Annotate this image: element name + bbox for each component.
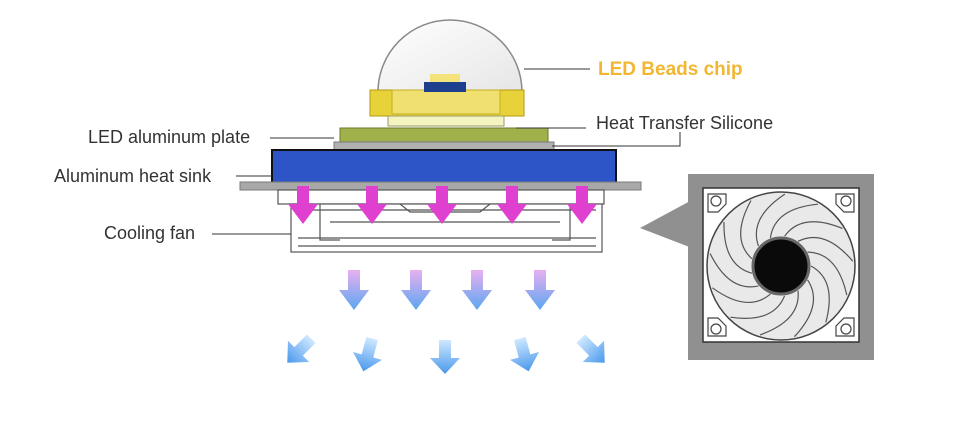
label-led-aluminum-plate: LED aluminum plate: [88, 127, 250, 147]
arrow-down-icon: [525, 270, 555, 310]
arrow-down-icon: [567, 186, 597, 224]
label-led-beads-chip: LED Beads chip: [598, 59, 743, 80]
arrow-icon: [510, 336, 540, 372]
callout-pointer: [640, 200, 692, 248]
fan-blade: [810, 265, 830, 323]
fan-blade: [769, 203, 818, 238]
arrow-down-icon: [427, 186, 457, 224]
fan-blade: [807, 251, 848, 296]
led-aluminum-plate: [339, 127, 549, 143]
fan-blade: [709, 253, 759, 288]
plate-base-layer: [333, 141, 555, 151]
fan-detail-inset: [640, 174, 874, 360]
arrow-icon: [576, 334, 605, 363]
fan-blade: [797, 236, 854, 262]
aluminum-heat-sink: [271, 149, 617, 185]
led-lens-holder-inner: [391, 89, 501, 115]
led-chip: [430, 74, 460, 82]
led-chip-base: [424, 82, 466, 92]
arrow-down-icon: [462, 270, 492, 310]
arrow-icon: [287, 334, 316, 363]
arrow-down-icon: [339, 270, 369, 310]
airflow-arrows: [287, 270, 605, 374]
arrow-down-icon: [288, 186, 318, 224]
fan-blade: [723, 221, 753, 274]
arrow-down-icon: [357, 186, 387, 224]
arrow-icon: [430, 340, 460, 374]
fan-blade: [784, 221, 843, 237]
fan-hub: [751, 236, 811, 296]
fan-blade: [755, 193, 786, 247]
heat-flow-arrows: [288, 186, 597, 224]
fan-blade: [712, 287, 771, 304]
arrow-icon: [352, 336, 382, 372]
fan-blade: [793, 279, 815, 338]
fan-blade: [730, 295, 786, 319]
fan-blade: [759, 290, 799, 336]
label-aluminum-heat-sink: Aluminum heat sink: [54, 166, 212, 186]
arrow-down-icon: [401, 270, 431, 310]
fan-blade: [740, 200, 753, 260]
heat-transfer-silicone-layer: [387, 115, 505, 127]
leader-plate-base: [552, 132, 681, 147]
led-dome-lens: [377, 19, 523, 93]
label-heat-transfer-silicone: Heat Transfer Silicone: [596, 113, 773, 133]
arrow-down-icon: [497, 186, 527, 224]
mount-holes: [707, 193, 855, 337]
fan-icon: [706, 191, 856, 341]
led-bead: [369, 19, 525, 127]
label-cooling-fan: Cooling fan: [104, 223, 195, 243]
